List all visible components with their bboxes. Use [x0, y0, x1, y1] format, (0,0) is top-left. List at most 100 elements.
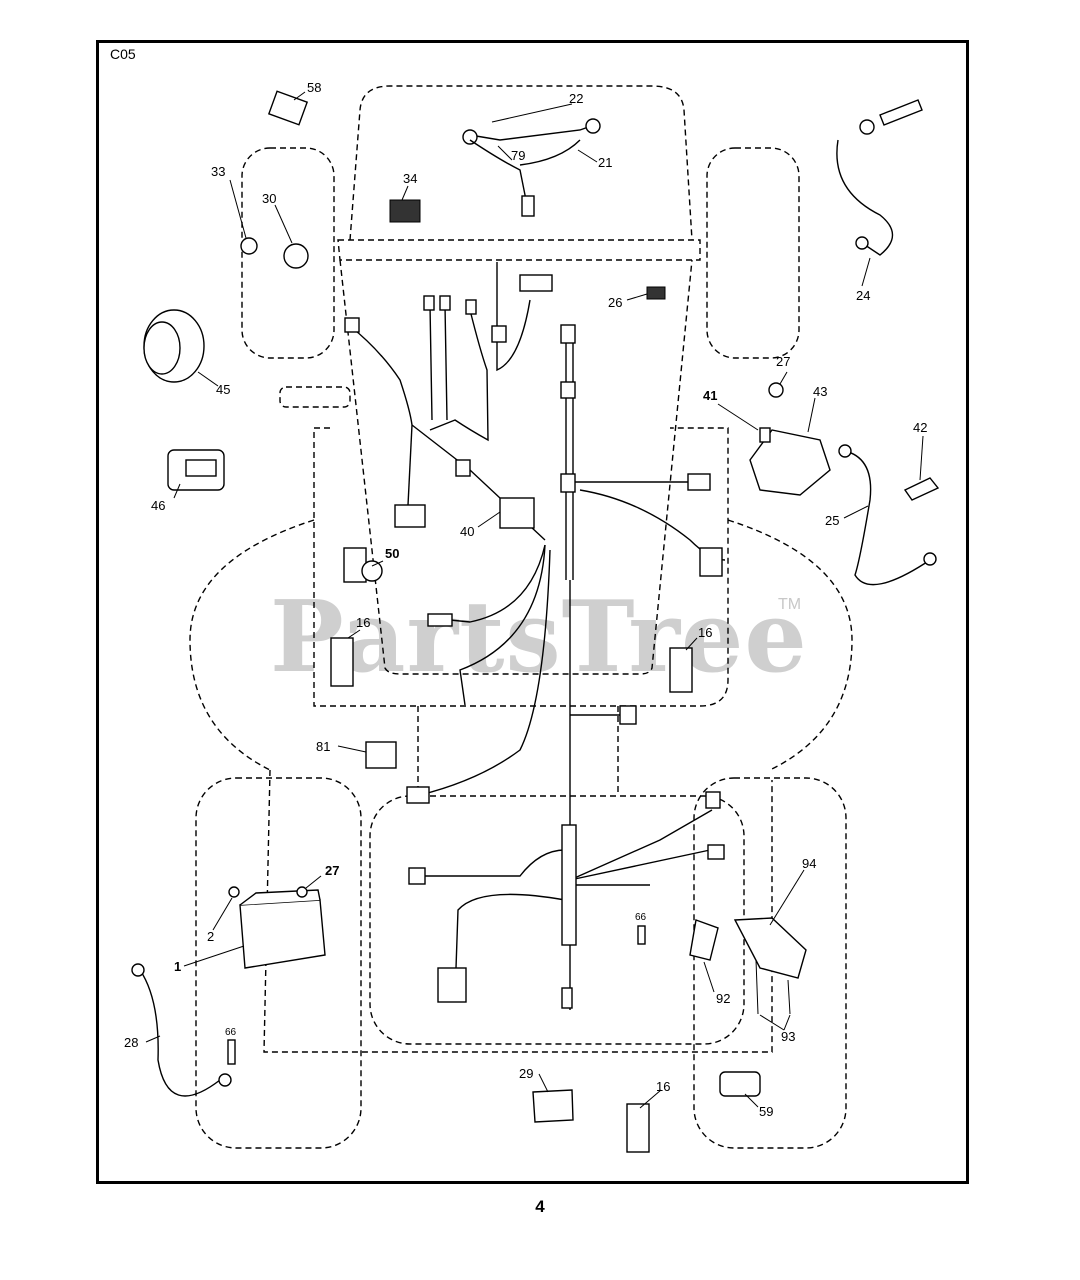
part-59: 59 — [759, 1104, 773, 1119]
tractor-outline — [189, 85, 853, 1149]
harness-connector-h — [499, 497, 535, 529]
harness-connector-n — [437, 967, 467, 1003]
harness-connector-u — [519, 274, 553, 292]
part-42: 42 — [913, 420, 927, 435]
part-21: 21 — [598, 155, 612, 170]
harness-connector-f — [394, 504, 426, 528]
part-81-shape — [365, 741, 397, 769]
part-92: 92 — [716, 991, 730, 1006]
part-24: 24 — [856, 288, 870, 303]
part-29-shape — [532, 1089, 574, 1123]
part-94-shape — [733, 917, 807, 979]
harness-connector-p — [344, 317, 360, 333]
part-26-shape — [646, 286, 666, 300]
center-link — [417, 706, 619, 795]
part-66-left: 66 — [225, 1027, 237, 1038]
watermark-trademark: TM — [778, 596, 802, 613]
part-2-shape — [228, 886, 240, 898]
part-50-shape — [343, 547, 367, 583]
part-33-shape — [240, 237, 258, 255]
harness-connector-c — [560, 473, 576, 493]
leader-lines — [145, 91, 924, 1109]
part-42-shape — [903, 477, 940, 501]
part-79: 79 — [511, 148, 525, 163]
rear-body — [263, 769, 773, 1053]
part-46: 46 — [151, 498, 165, 513]
rear-right-tire — [693, 777, 847, 1149]
part-59-shape — [719, 1071, 761, 1097]
harness-connector-v — [427, 613, 453, 627]
diagram-frame — [96, 40, 969, 1184]
part-22: 22 — [569, 91, 583, 106]
part-50: 50 — [385, 546, 399, 561]
mower-deck-left — [189, 519, 315, 771]
part-41: 41 — [703, 388, 717, 403]
part-81: 81 — [316, 739, 330, 754]
harness-connector-s — [465, 299, 477, 315]
harness-trunk-rear — [561, 824, 577, 946]
part-16-right-shape — [669, 647, 693, 693]
part-66-center: 66 — [635, 912, 647, 923]
main-wiring-harness — [344, 262, 726, 1010]
part-27-upper: 27 — [776, 354, 790, 369]
part-27-upper-shape — [768, 382, 784, 398]
part-1: 1 — [174, 959, 181, 974]
part-16-right: 16 — [698, 625, 712, 640]
frame-outline — [339, 259, 693, 675]
harness-connector-b — [560, 381, 576, 399]
part-66-center-shape — [637, 925, 646, 945]
mower-deck-right — [727, 519, 853, 771]
harness-connector-e — [699, 547, 723, 577]
part-2: 2 — [207, 929, 214, 944]
harness-connector-d — [687, 473, 711, 491]
part-1-shape — [239, 899, 326, 969]
harness-connector-t — [491, 325, 507, 343]
part-25-shape — [839, 449, 931, 586]
harness-connector-j — [406, 786, 430, 804]
part-16-bottom-shape — [626, 1103, 650, 1153]
part-45: 45 — [216, 382, 230, 397]
components — [131, 90, 940, 1153]
part-29: 29 — [519, 1066, 533, 1081]
part-26: 26 — [608, 295, 622, 310]
part-25: 25 — [825, 513, 839, 528]
part-28: 28 — [124, 1035, 138, 1050]
steering-bracket — [279, 386, 351, 408]
rear-left-tire — [195, 777, 362, 1149]
part-16-left: 16 — [356, 615, 370, 630]
front-right-tire — [706, 147, 800, 359]
part-94: 94 — [802, 856, 816, 871]
part-22-shape — [469, 123, 598, 141]
part-16-bottom: 16 — [656, 1079, 670, 1094]
harness-connector-k — [408, 867, 426, 885]
watermark: PartsTree — [270, 580, 808, 695]
part-93: 93 — [781, 1029, 795, 1044]
harness-connector-q — [423, 295, 435, 311]
part-34: 34 — [403, 171, 417, 186]
part-30-shape — [283, 243, 309, 269]
part-28-shape — [139, 969, 221, 1097]
deck-outline — [313, 427, 729, 707]
harness-connector-a — [560, 324, 576, 344]
part-33: 33 — [211, 164, 225, 179]
part-93-shape — [755, 959, 791, 1015]
part-24-shape — [836, 139, 894, 256]
part-27-lower: 27 — [325, 863, 339, 878]
harness-connector-o — [561, 987, 573, 1009]
part-43: 43 — [813, 384, 827, 399]
page-number: 4 — [535, 1197, 545, 1216]
seat-area — [369, 795, 745, 1045]
callout-labels: 58 22 79 21 33 30 34 24 26 27 41 43 45 4… — [124, 80, 927, 1119]
front-left-tire — [241, 147, 335, 359]
part-92-shape — [689, 919, 719, 961]
harness-connector-l — [705, 791, 721, 809]
part-66-left-shape — [227, 1039, 236, 1065]
part-43-shape — [749, 429, 831, 496]
part-27-lower-shape — [296, 886, 308, 898]
harness-connector-m — [707, 844, 725, 860]
part-34-shape — [389, 199, 421, 223]
part-40: 40 — [460, 524, 474, 539]
dash-panel-outline — [337, 239, 701, 261]
